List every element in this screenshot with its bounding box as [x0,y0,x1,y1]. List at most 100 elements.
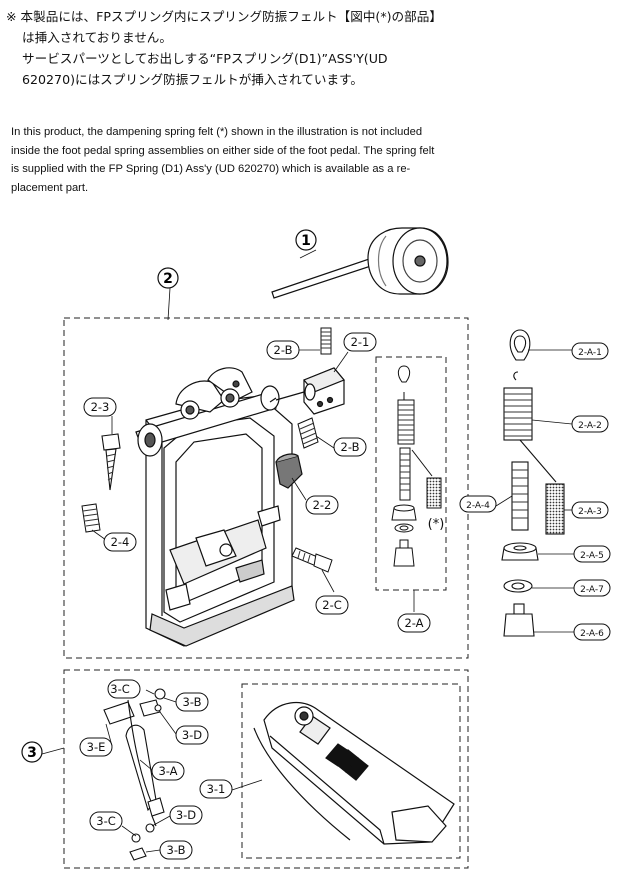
jp-notice-line-3: サービスパーツとしてお出しする“FPスプリング(D1)”ASS'Y(UD [22,51,388,66]
group-2-dashed-frame [63,317,469,659]
callout-2-A-3-frame [571,501,609,519]
asterisk-note: (*) [428,517,445,532]
callout-3-C-top: 3-C [110,682,130,696]
callout-3-D-bot: 3-D [176,808,196,822]
leader-2-2 [291,477,307,501]
jp-notice-line-4: 620270)にはスプリング防振フェルトが挿入されています。 [22,72,364,87]
callout-1: 1 [295,229,317,251]
leader-3-1 [231,779,263,791]
beater [271,227,449,299]
en-notice-line-1: In this product, the dampening spring fe… [11,126,423,138]
screw-2-C [291,547,333,573]
group-3-dashed-frame [63,669,469,869]
leader-2-C [321,569,335,593]
callout-2-2: 2-2 [313,498,332,512]
callout-2-A-4-frame [459,495,497,513]
callout-3-B-bot-frame [159,840,193,860]
spring-2-B-mid [297,417,319,449]
callout-3-E-frame [79,737,113,757]
leader-2-B-mid [315,435,335,449]
leader-3-B-bot [145,849,161,853]
callout-2-1: 2-1 [351,335,370,349]
callout-2: 2 [157,267,179,289]
callout-2-A-7-frame [573,579,611,597]
hoop-clamp-2-1 [269,367,345,415]
leader-1 [299,249,317,259]
callout-2-C: 2-C [322,598,342,612]
en-notice-line-3: is supplied with the FP Spring (D1) Ass'… [11,163,411,175]
heel-hinge-assembly [103,688,166,861]
callout-3-B-bot: 3-B [167,843,186,857]
callout-2-B-mid: 2-B [341,440,360,454]
callout-3-label: 3 [27,745,37,761]
callout-2-A-6-frame [573,623,611,641]
callout-2-C-frame [315,595,349,615]
callout-2-1-frame [343,332,377,352]
callout-2-A-5-frame [573,545,611,563]
pedal-frame [135,367,295,647]
callout-2-2-frame [305,495,339,515]
leader-3-A [139,759,153,771]
leader-3 [41,747,65,755]
japanese-notice: ※ 本製品には、FPスプリング内にスプリング防振フェルト【図中(*)の部品】 は… [6,6,616,90]
callout-2-A-4: 2-A-4 [466,501,490,511]
callout-3-C-bot: 3-C [96,814,116,828]
callout-3-C-bot-frame [89,811,123,831]
callout-2-A-1: 2-A-1 [578,348,602,358]
leader-3-D-bot [151,815,171,827]
jp-notice-line-2: は挿入されておりません。 [22,30,172,45]
callout-3-1-frame [199,779,233,799]
footboard-3-1 [253,702,455,845]
callout-3-D-bot-frame [169,805,203,825]
en-notice-line-2: inside the foot pedal spring assemblies … [11,144,435,157]
group-2-A-dashed-frame [375,356,447,591]
callout-2-4: 2-4 [111,535,130,549]
callout-2-A-6: 2-A-6 [580,629,604,639]
callout-2-B-top: 2-B [274,343,293,357]
callout-3: 3 [21,741,43,763]
callout-2-A-1-frame [571,342,609,360]
leader-3-C-top [145,689,155,695]
callout-2-B-mid-frame [333,437,367,457]
leader-2 [167,287,171,321]
callout-2-3: 2-3 [91,400,110,414]
callout-2-label: 2 [163,271,173,287]
callout-3-E: 3-E [87,740,106,754]
callout-3-1: 3-1 [207,782,226,796]
english-notice: In this product, the dampening spring fe… [11,123,611,197]
callout-2-A: 2-A [404,616,423,630]
leader-3-B-top [163,697,177,703]
spring-2-4 [81,503,101,533]
leader-3-C-bot [121,825,137,837]
jp-notice-line-1: ※ 本製品には、FPスプリング内にスプリング防振フェルト【図中(*)の部品】 [6,9,442,24]
callout-2-4-frame [103,532,137,552]
callout-2-A-2-frame [571,415,609,433]
callout-2-A-7: 2-A-7 [580,585,604,595]
callout-2-A-5: 2-A-5 [580,551,604,561]
beater-holder-2-2 [275,453,303,489]
callout-3-A-frame [151,761,185,781]
leader-3-D-top [159,711,177,735]
callout-3-C-top-frame [107,679,141,699]
leader-2-A-4 [495,495,513,507]
leader-2-1 [333,351,349,373]
screw-2-B-top [320,327,332,355]
spring-parts-detail [501,329,565,637]
callout-3-B-top: 3-B [183,695,202,709]
callout-2-A-frame [397,613,431,633]
callout-3-A: 3-A [158,764,177,778]
group-3-1-dashed-frame [241,683,461,859]
callout-3-D-top: 3-D [182,728,202,742]
callout-1-label: 1 [301,233,311,249]
callout-2-A-2: 2-A-2 [578,421,602,431]
callout-2-A-3: 2-A-3 [578,507,602,517]
callout-3-B-top-frame [175,692,209,712]
spring-assembly-2-A [391,365,442,567]
callout-2-3-frame [83,397,117,417]
leader-2-A-2 [531,419,573,425]
callout-2-B-top-frame [266,340,300,360]
callout-3-D-top-frame [175,725,209,745]
en-notice-line-4: placement part. [11,181,89,194]
leader-2-4 [91,529,107,541]
